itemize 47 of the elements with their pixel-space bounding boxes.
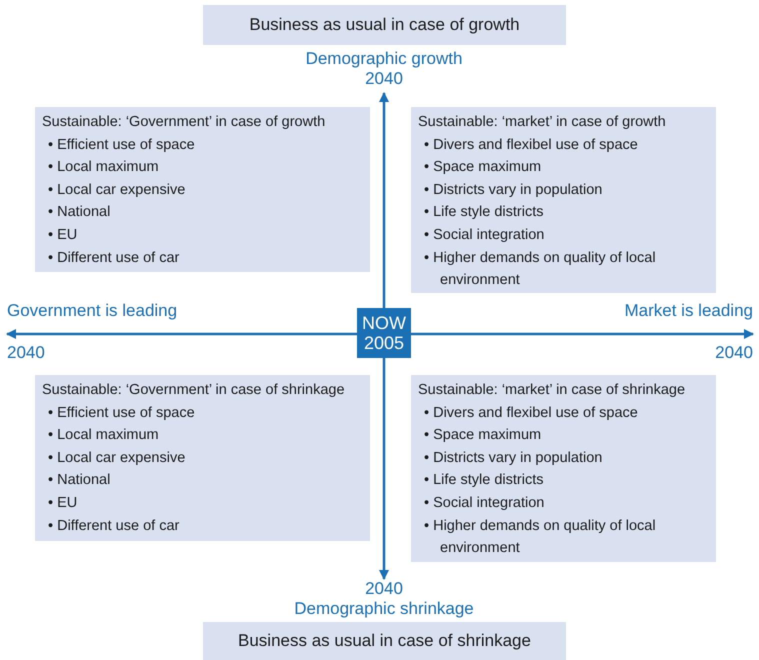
- bullet-item: • Different use of car: [47, 516, 180, 536]
- bullet-item: • Space maximum: [423, 158, 542, 178]
- bullet-item: • Space maximum: [423, 426, 542, 446]
- bullet-item: • Different use of car: [47, 248, 180, 268]
- bullet-item: • Life style districts: [423, 471, 544, 490]
- axis-label: 2040: [365, 69, 403, 89]
- bullet-item: • Higher demands on quality of local environment: [423, 248, 657, 290]
- bullet-item: • EU: [47, 226, 78, 245]
- bullet-item: • National: [47, 203, 112, 222]
- axis-arrow: [379, 92, 389, 308]
- bullet-item: • Districts vary in population: [423, 180, 604, 200]
- axis-label: 2040: [715, 343, 753, 363]
- bullet-item: • Divers and flexibel use of space: [423, 404, 639, 423]
- bullet-item: • Local maximum: [47, 426, 160, 446]
- bullet-item: • Local car expensive: [47, 180, 186, 200]
- bullet-item: • Efficient use of space: [47, 136, 196, 155]
- axis-arrow: [6, 329, 357, 339]
- bullet-item: • Local maximum: [47, 158, 160, 178]
- bullet-item: • Social integration: [423, 226, 546, 245]
- axis-arrow: [411, 329, 754, 339]
- bullet-item: • National: [47, 471, 112, 490]
- bullet-item: • Efficient use of space: [47, 404, 196, 423]
- axis-label: 2040: [365, 579, 403, 599]
- bullet-item: • Divers and flexibel use of space: [423, 136, 639, 155]
- origin-box: NOW 2005: [357, 308, 411, 358]
- card-heading: Sustainable: ‘market’ in case of growth: [418, 113, 667, 132]
- axis-label: 2040: [7, 343, 45, 363]
- bullet-item: • EU: [47, 494, 78, 513]
- scenario-card: [411, 107, 716, 293]
- card-heading: Sustainable: ‘Government’ in case of shrinkage: [42, 381, 346, 400]
- card-heading: Sustainable: ‘market’ in case of shrinkage: [418, 381, 686, 400]
- axis-arrow: [379, 358, 389, 580]
- scenario-banner: Business as usual in case of shrinkage: [203, 622, 566, 660]
- axis-label: Demographic growth: [306, 49, 462, 69]
- bullet-item: • Districts vary in population: [423, 448, 604, 468]
- bullet-item: • Local car expensive: [47, 448, 186, 468]
- bullet-item: • Life style districts: [423, 203, 544, 222]
- axis-label: Government is leading: [7, 301, 178, 321]
- scenario-card: [35, 107, 370, 272]
- card-heading: Sustainable: ‘Government’ in case of growth: [42, 113, 326, 132]
- scenario-banner: Business as usual in case of growth: [203, 5, 566, 45]
- scenario-card: [411, 375, 716, 562]
- axis-label: Demographic shrinkage: [294, 599, 474, 619]
- bullet-item: • Higher demands on quality of local environment: [423, 516, 657, 558]
- bullet-item: • Social integration: [423, 494, 546, 513]
- scenario-card: [35, 375, 370, 541]
- axis-label: Market is leading: [624, 301, 753, 321]
